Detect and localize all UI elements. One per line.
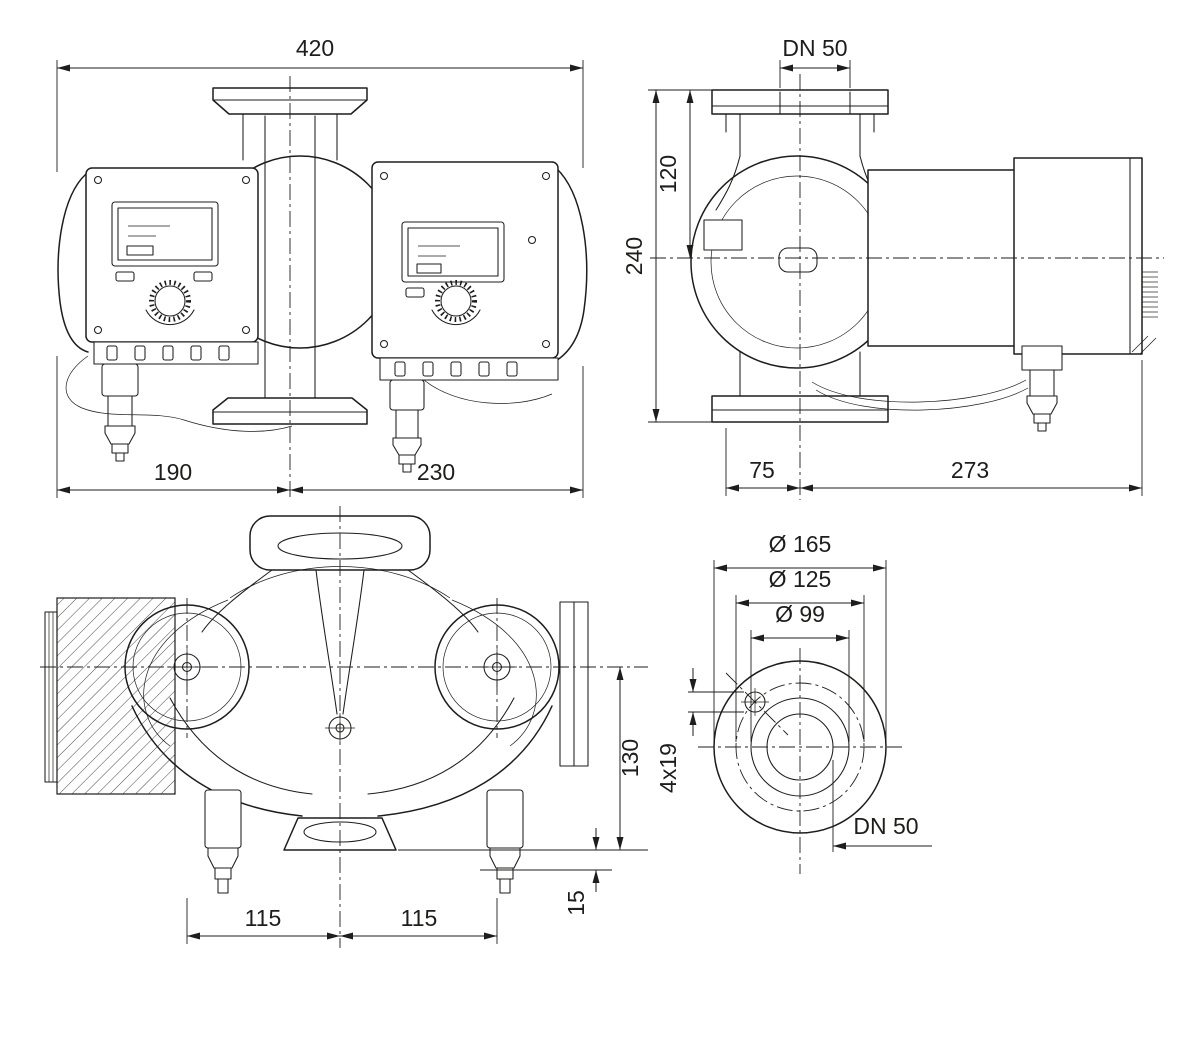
- cable-side-1: [811, 379, 1027, 403]
- cable-glands-right: [379, 357, 559, 381]
- cable-top-right: [451, 599, 537, 747]
- flange-tab: [703, 219, 743, 251]
- flange-view: Ø 165 Ø 125 Ø 99 4x19 DN 50: [655, 531, 932, 874]
- knob-left: [145, 280, 195, 326]
- module-side: [1013, 157, 1143, 355]
- dim-label-raised-face: Ø 99: [775, 601, 825, 627]
- cable-glands-left: [93, 341, 259, 365]
- side-view: DN 50 120 240 75 273: [621, 35, 1164, 500]
- front-view-body: [57, 76, 588, 500]
- dim-label-axis-to-flange: 130: [617, 739, 643, 777]
- dim-label-flange-plate: 15: [563, 890, 589, 916]
- dim-label-axis-spacing-right: 115: [401, 905, 438, 931]
- flange-view-dimensions: Ø 165 Ø 125 Ø 99 4x19 DN 50: [655, 531, 932, 852]
- cable-right: [423, 379, 553, 404]
- insulation-hatch: [56, 597, 176, 795]
- nameplate-boss: [778, 247, 818, 273]
- button-right-module: [405, 287, 425, 298]
- cable-side-2: [815, 387, 1029, 411]
- side-view-dimensions: DN 50 120 240 75 273: [621, 35, 1143, 496]
- plug-top-left: [204, 789, 242, 894]
- knob-right: [431, 280, 481, 326]
- dim-label-dn-top: DN 50: [782, 35, 847, 61]
- display-left: [111, 201, 219, 267]
- top-view: 130 15 115 115: [40, 506, 648, 948]
- front-view: 420 190 230: [56, 35, 588, 500]
- dim-label-axis-to-back: 273: [951, 457, 989, 483]
- dim-label-axis-spacing-left: 115: [245, 905, 282, 931]
- dim-label-total-height: 240: [621, 237, 647, 275]
- flange-view-body: [698, 648, 902, 874]
- cooling-fins: [1142, 271, 1158, 318]
- dim-label-right-width: 230: [417, 459, 455, 485]
- channel-right-outer: [377, 705, 553, 817]
- display-right: [401, 221, 505, 283]
- button-left-module: [115, 271, 135, 282]
- dim-label-left-width: 190: [154, 459, 192, 485]
- side-view-body: [650, 74, 1164, 500]
- channel-left-outer: [131, 705, 303, 817]
- cable-top-left: [143, 599, 229, 747]
- dim-label-bolt-holes: 4x19: [655, 743, 681, 793]
- plug-right: [389, 379, 425, 473]
- top-view-dimensions: 130 15 115 115: [186, 667, 648, 944]
- motor-housing-right-outline: [553, 167, 588, 363]
- motor-housing-left-outline: [57, 173, 89, 353]
- dim-label-outer-diameter: Ø 165: [769, 531, 832, 557]
- screws-left-module: [93, 175, 251, 335]
- dim-label-flange-to-axis: 120: [655, 155, 681, 193]
- front-view-dimensions: 420 190 230: [56, 35, 584, 498]
- plug-left: [101, 363, 139, 462]
- dim-label-bolt-circle: Ø 125: [769, 566, 832, 592]
- indicator-left-module: [193, 271, 213, 282]
- fin-comb: [44, 611, 58, 783]
- dim-label-axis-to-front: 75: [749, 457, 775, 483]
- plug-side: [1021, 345, 1063, 432]
- dim-label-total-width: 420: [296, 35, 334, 61]
- top-view-body: [40, 506, 648, 948]
- cable-left: [65, 355, 293, 432]
- dim-label-bore: DN 50: [853, 813, 918, 839]
- plug-top-right: [486, 789, 524, 894]
- screws-right-module: [379, 171, 551, 349]
